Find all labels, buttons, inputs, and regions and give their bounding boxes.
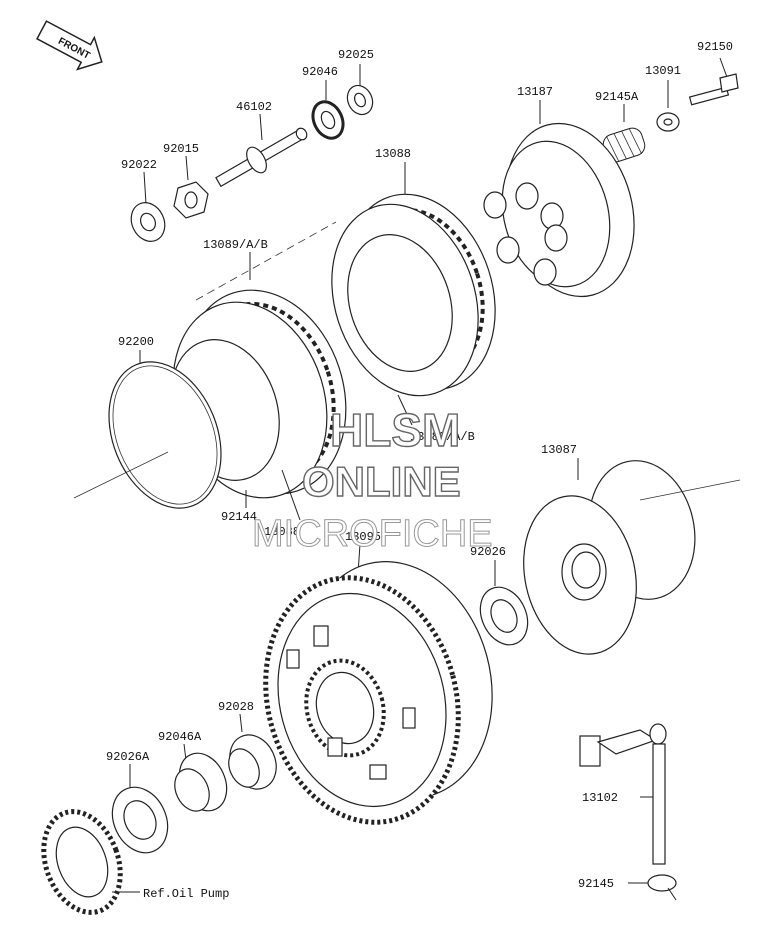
front-arrow-icon: FRONT [36, 20, 103, 71]
washer-92026-part [479, 560, 529, 646]
collar-92028-part [228, 713, 277, 790]
label-92200: 92200 [118, 335, 154, 349]
label-92145: 92145 [578, 877, 614, 891]
label-13187: 13187 [517, 85, 553, 99]
needle-bearing-92046A-part [174, 743, 228, 812]
label-92144: 92144 [221, 510, 257, 524]
spring-clip-92145-part [628, 874, 677, 901]
label-92026: 92026 [470, 545, 506, 559]
watermark-line3: MICROFICHE [252, 513, 493, 555]
label-13088-bottom: 13088 [264, 525, 300, 539]
friction-plate-13088-top-part [331, 162, 496, 397]
pushrod-46102-part [215, 113, 308, 188]
label-13102: 13102 [582, 791, 618, 805]
label-92145A: 92145A [595, 90, 639, 104]
label-13091: 13091 [645, 64, 681, 78]
watermark-line2: ONLINE [302, 458, 461, 505]
release-lever-13102-part [579, 723, 667, 865]
spring-92145A-part [602, 104, 646, 163]
washer-13091-part [656, 80, 680, 132]
label-92026A: 92026A [106, 750, 150, 764]
label-13088-top: 13088 [375, 147, 411, 161]
label-13089-right: 13089/A/B [410, 430, 475, 444]
oil-pump-gear-part [41, 809, 140, 915]
label-92022: 92022 [121, 158, 157, 172]
label-13089-left: 13089/A/B [203, 238, 268, 252]
label-92046: 92046 [302, 65, 338, 79]
bearing-92046-part [311, 80, 345, 140]
label-13087: 13087 [541, 443, 577, 457]
clutch-housing-13095-part [263, 543, 493, 825]
watermark-line1: HLSM [330, 404, 460, 456]
bolt-92150-part [688, 57, 739, 106]
label-92046A: 92046A [158, 730, 202, 744]
label-ref-oil-pump: Ref.Oil Pump [143, 887, 229, 901]
label-92015: 92015 [163, 142, 199, 156]
nut-92015-part [173, 155, 209, 219]
label-92028: 92028 [218, 700, 254, 714]
ring-92200-part [73, 350, 222, 509]
clutch-hub-13087-part [523, 458, 741, 655]
label-13095: 13095 [345, 530, 381, 544]
label-92150: 92150 [697, 40, 733, 54]
washer-92025-part [346, 64, 374, 116]
pressure-plate-13187-part [483, 100, 635, 298]
washer-92026A-part [111, 764, 169, 854]
washer-92022-part [130, 171, 166, 242]
label-92025: 92025 [338, 48, 374, 62]
label-46102: 46102 [236, 100, 272, 114]
